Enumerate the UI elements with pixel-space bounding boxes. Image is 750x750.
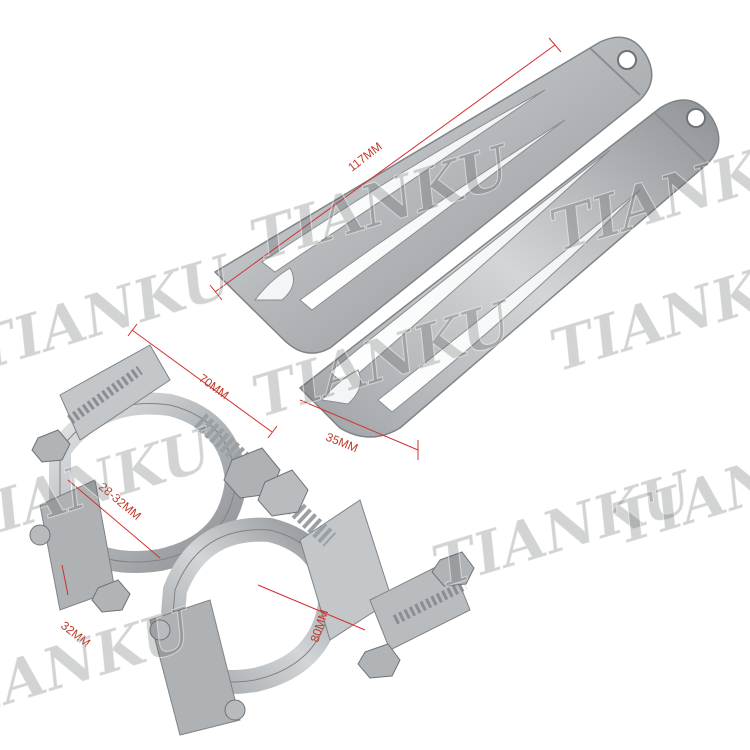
bolt-head-icon [29, 524, 51, 546]
center-bolt [193, 413, 337, 547]
hex-nut-icon [257, 469, 309, 517]
footpeg-lower [298, 99, 720, 438]
dimension-clamp-offset: 70MM [196, 371, 231, 402]
mount-hole-icon [617, 50, 637, 70]
watermark-text: TIANKU [0, 414, 223, 558]
footpeg-upper [213, 36, 653, 354]
dimension-lines [61, 37, 562, 631]
hex-nut-icon [431, 551, 475, 587]
bolt-head-icon [224, 699, 246, 721]
hex-nut-icon [357, 643, 401, 679]
watermark-text: TIANKU [0, 594, 203, 738]
bolt-head-icon [149, 619, 171, 641]
hex-nut-icon [91, 579, 131, 613]
hex-nut-icon [31, 429, 71, 463]
mount-hole-icon [686, 108, 706, 128]
watermark-text: TIANKU [604, 414, 750, 558]
